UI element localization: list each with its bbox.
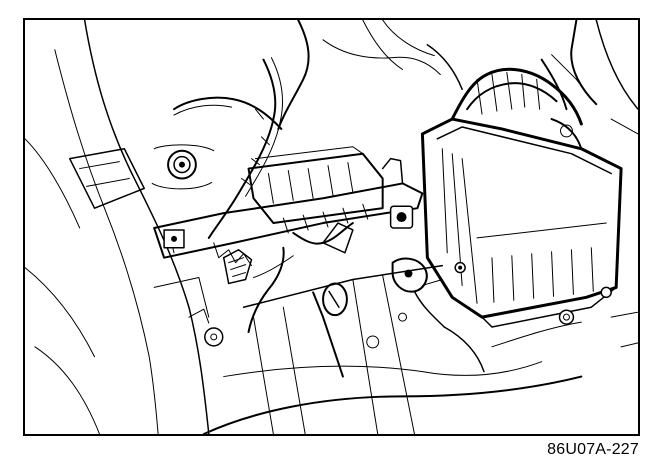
relay-block xyxy=(247,146,384,225)
harness-bracket xyxy=(153,157,424,267)
upper-wiring-harness xyxy=(173,20,463,239)
lower-right-wire xyxy=(443,311,638,373)
figure-frame xyxy=(23,18,640,436)
lower-structure xyxy=(202,264,583,434)
air-cleaner-box xyxy=(420,117,623,328)
figure-code: 86U07A-227 xyxy=(547,441,639,458)
left-fender-panel xyxy=(25,20,224,434)
engine-bay-illustration xyxy=(25,20,638,434)
connector-cluster xyxy=(222,222,354,333)
sensor-connector xyxy=(391,257,446,328)
intake-duct xyxy=(450,20,638,150)
strut-tower-bolt xyxy=(151,144,215,190)
